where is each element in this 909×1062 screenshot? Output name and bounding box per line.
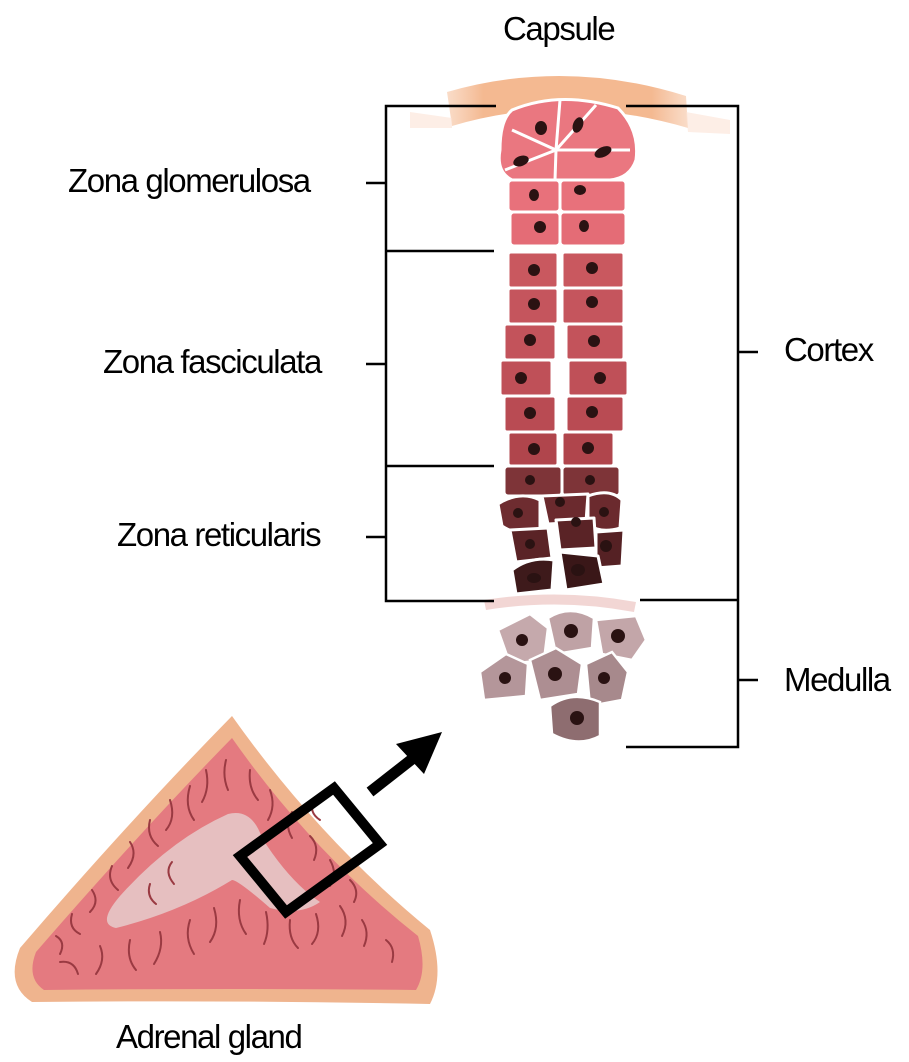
region-bracket [626, 106, 758, 747]
medulla-label: Medulla [784, 663, 890, 696]
adrenal-gland-label: Adrenal gland [116, 1020, 301, 1053]
glomerulosa-cluster [499, 99, 636, 180]
adrenal-gland-illustration [15, 716, 438, 1004]
zona-reticularis-label: Zona reticularis [117, 518, 320, 551]
column-cells [498, 180, 628, 594]
cortex-label: Cortex [784, 333, 873, 366]
zone-bracket [366, 106, 496, 601]
capsule-label: Capsule [503, 12, 614, 45]
medulla-boundary-band [484, 594, 636, 612]
zona-glomerulosa-label: Zona glomerulosa [68, 164, 310, 197]
cortex-cell-column [498, 99, 637, 594]
zoom-arrow-icon [370, 732, 442, 792]
capsule-fade-right [686, 112, 730, 134]
zona-fasciculata-label: Zona fasciculata [103, 345, 321, 378]
capsule-fade-left [410, 112, 452, 128]
